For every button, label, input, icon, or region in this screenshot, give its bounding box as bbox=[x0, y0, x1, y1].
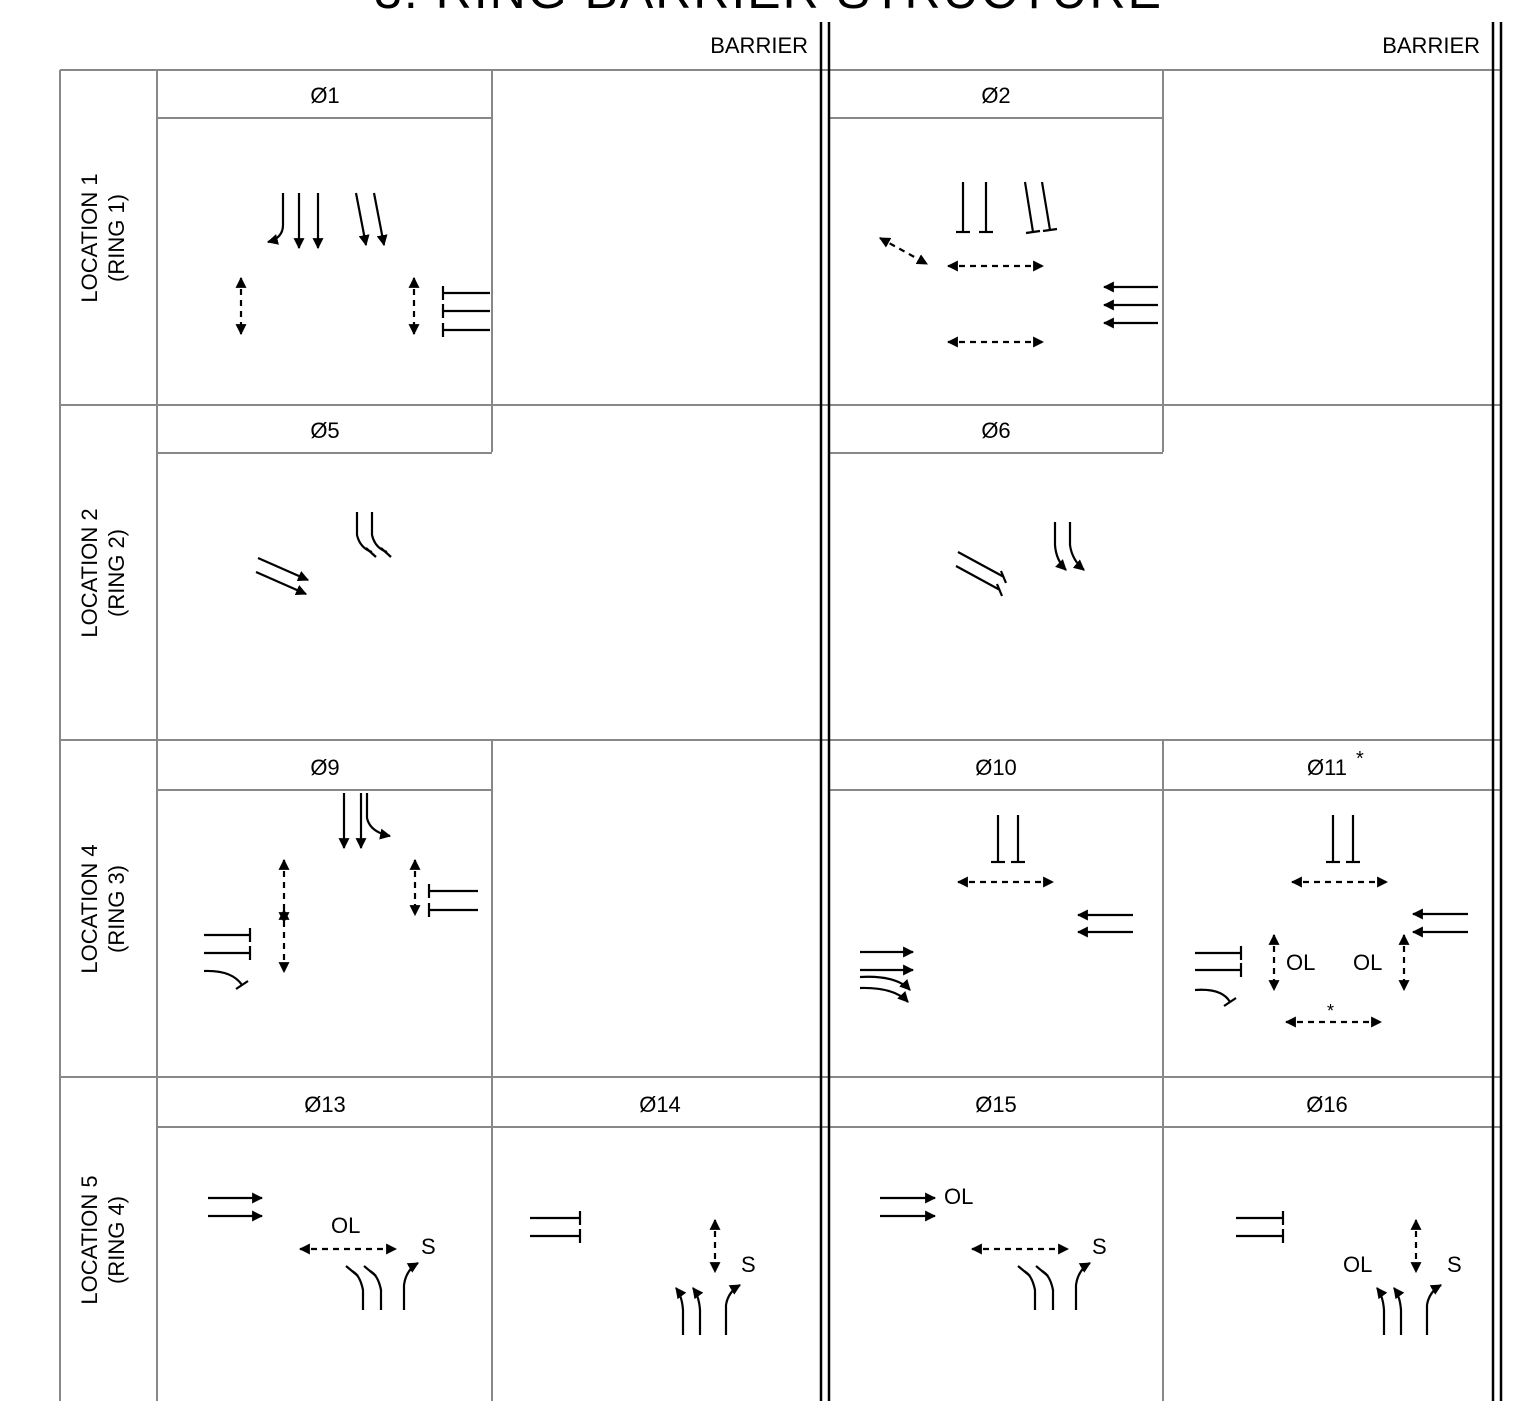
location-label: LOCATION 4 bbox=[77, 844, 102, 973]
phase-header: Ø16 bbox=[1306, 1092, 1348, 1117]
location-label: LOCATION 5 bbox=[77, 1175, 102, 1304]
pedestrian-arrow bbox=[879, 237, 928, 265]
right-turn-arrow bbox=[402, 1262, 419, 1310]
phase-header: Ø11 bbox=[1307, 755, 1347, 780]
ring-label: (RING 2) bbox=[104, 529, 129, 617]
phase-header: Ø5 bbox=[310, 418, 339, 443]
phase-header: Ø1 bbox=[310, 83, 339, 108]
ring-label: (RING 4) bbox=[104, 1196, 129, 1284]
ring-label: (RING 1) bbox=[104, 194, 129, 282]
phase-header: Ø15 bbox=[975, 1092, 1017, 1117]
phase-14-movements bbox=[530, 1211, 741, 1335]
phase-header: Ø6 bbox=[981, 418, 1010, 443]
phase-13-movements bbox=[208, 1192, 419, 1310]
left-turn-arrow bbox=[1393, 1287, 1405, 1335]
phase-header: Ø10 bbox=[975, 755, 1017, 780]
through-arrow bbox=[354, 192, 370, 247]
left-turn-arrow bbox=[266, 193, 285, 245]
through-arrow bbox=[255, 570, 308, 596]
blocked-turn bbox=[1041, 1270, 1055, 1310]
left-turn-arrow bbox=[1068, 522, 1085, 571]
shared-label: S bbox=[1092, 1234, 1107, 1259]
phase-11-movements bbox=[1194, 815, 1468, 1028]
overlap-label: OL bbox=[1286, 950, 1315, 975]
overlap-label: OL bbox=[1343, 1252, 1372, 1277]
phase-16-movements bbox=[1236, 1211, 1442, 1335]
right-turn-arrow bbox=[724, 1284, 741, 1335]
row-label-2: LOCATION 2 (RING 2) bbox=[77, 508, 129, 637]
right-turn-arrow bbox=[365, 793, 392, 840]
right-turn-arrow bbox=[859, 975, 911, 991]
overlap-label: OL bbox=[331, 1213, 360, 1238]
location-label: LOCATION 2 bbox=[77, 508, 102, 637]
phase-header: Ø9 bbox=[310, 755, 339, 780]
shared-label: S bbox=[421, 1234, 436, 1259]
blocked-turn bbox=[1194, 988, 1231, 1003]
blocked-turn bbox=[351, 1270, 365, 1310]
blocked-turn bbox=[370, 512, 388, 554]
barrier-label: BARRIER bbox=[1382, 33, 1480, 58]
barrier-lines bbox=[819, 22, 1503, 1401]
row-label-4: LOCATION 5 (RING 4) bbox=[77, 1175, 129, 1304]
phase-1-movements bbox=[235, 192, 490, 337]
overlap-label: OL bbox=[1353, 950, 1382, 975]
phase-6-movements bbox=[955, 522, 1085, 597]
page-title: 3. RING BARRIER STRUCTURE bbox=[0, 0, 1537, 20]
phase-10-movements bbox=[859, 815, 1133, 1003]
row-label-1: LOCATION 1 (RING 1) bbox=[77, 173, 129, 302]
shared-label: S bbox=[741, 1252, 756, 1277]
phase-5-movements bbox=[255, 512, 392, 596]
blocked-lane bbox=[1023, 181, 1035, 233]
blocked-turn bbox=[355, 512, 373, 554]
left-turn-arrow bbox=[1376, 1287, 1388, 1335]
phase-header: Ø13 bbox=[304, 1092, 346, 1117]
asterisk-mark: * bbox=[1356, 748, 1364, 770]
row-label-3: LOCATION 4 (RING 3) bbox=[77, 844, 129, 973]
right-turn-arrow bbox=[1074, 1262, 1091, 1310]
location-label: LOCATION 1 bbox=[77, 173, 102, 302]
left-turn-arrow bbox=[692, 1287, 704, 1335]
phase-9-movements bbox=[203, 793, 478, 990]
ring-label: (RING 3) bbox=[104, 865, 129, 953]
right-turn-arrow bbox=[859, 986, 909, 1003]
through-arrow bbox=[372, 192, 388, 247]
blocked-lane bbox=[955, 565, 1001, 591]
blocked-lane bbox=[1040, 181, 1052, 231]
left-turn-arrow bbox=[675, 1287, 687, 1335]
blocked-turn bbox=[1023, 1270, 1037, 1310]
through-arrow bbox=[257, 556, 310, 582]
phase-header: Ø2 bbox=[981, 83, 1010, 108]
overlap-label: OL bbox=[944, 1184, 973, 1209]
asterisk-mark: * bbox=[1327, 1001, 1334, 1021]
blocked-turn bbox=[203, 969, 243, 986]
phase-header: Ø14 bbox=[639, 1092, 681, 1117]
blocked-turn bbox=[369, 1270, 383, 1310]
table-grid bbox=[59, 69, 1500, 1401]
right-turn-arrow bbox=[1425, 1284, 1442, 1335]
phase-15-movements bbox=[880, 1192, 1091, 1310]
left-turn-arrow bbox=[1053, 522, 1067, 571]
shared-label: S bbox=[1447, 1252, 1462, 1277]
barrier-label: BARRIER bbox=[710, 33, 808, 58]
blocked-lane bbox=[957, 551, 1005, 578]
phase-2-movements bbox=[879, 181, 1158, 348]
